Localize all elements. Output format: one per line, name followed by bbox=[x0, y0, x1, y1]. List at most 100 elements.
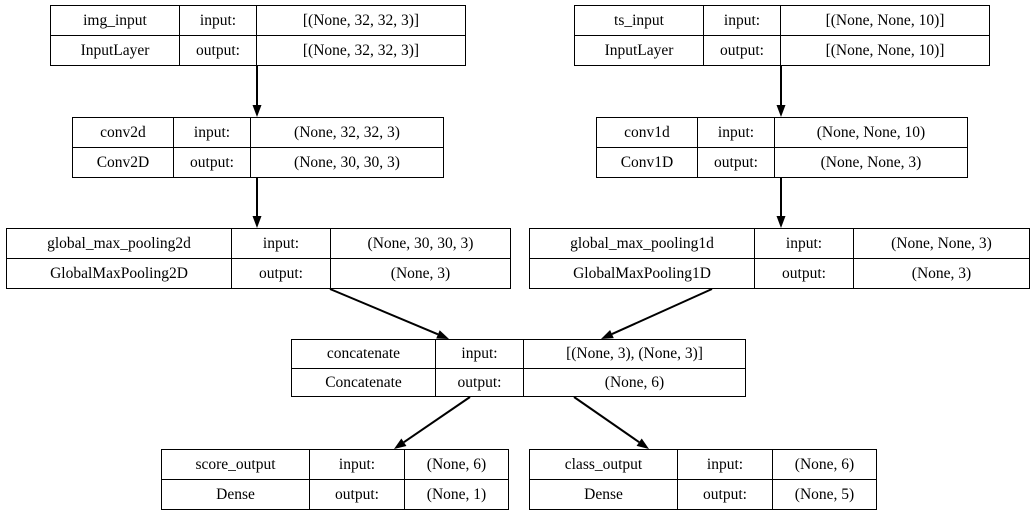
node-score_output-class: Dense bbox=[162, 480, 310, 509]
node-global_max_pooling1d-name: global_max_pooling1d bbox=[530, 229, 755, 258]
node-ts_input-input-shape: [(None, None, 10)] bbox=[825, 11, 945, 29]
node-global_max_pooling2d-input-shape: (None, 30, 30, 3) bbox=[367, 234, 474, 252]
node-conv1d-output-shape: (None, None, 3) bbox=[820, 153, 922, 171]
node-global_max_pooling2d-output-shape: (None, 3) bbox=[390, 264, 451, 282]
node-img_input-name: img_input bbox=[51, 6, 180, 35]
node-concatenate-output-shape: (None, 6) bbox=[604, 373, 665, 391]
node-global_max_pooling1d-class: GlobalMaxPooling1D bbox=[530, 259, 755, 288]
edge-img_input-to-conv2d bbox=[252, 66, 262, 117]
node-ts_input-name: ts_input bbox=[575, 6, 704, 35]
node-img_input-output-shape: [(None, 32, 32, 3)] bbox=[302, 41, 420, 59]
edge-arrowhead bbox=[252, 216, 262, 228]
node-class_output-input-label: input: bbox=[678, 450, 773, 479]
edge-conv1d-to-global_max_pooling1d bbox=[776, 178, 786, 228]
edge-global_max_pooling2d-to-concatenate bbox=[329, 288, 449, 339]
node-conv1d-output-label: output: bbox=[698, 148, 775, 177]
node-img_input-input-label: input: bbox=[180, 6, 257, 35]
node-class_output-input-shape: (None, 6) bbox=[794, 455, 855, 473]
node-global_max_pooling2d-input-label: input: bbox=[232, 229, 331, 258]
node-conv2d-name: conv2d bbox=[73, 118, 174, 147]
edge-global_max_pooling1d-to-concatenate bbox=[601, 288, 713, 339]
node-ts_input-output-shape: [(None, None, 10)] bbox=[825, 41, 945, 59]
edge-arrowhead bbox=[394, 438, 407, 449]
edge-arrowhead bbox=[776, 105, 786, 117]
node-concatenate-class: Concatenate bbox=[292, 368, 436, 396]
node-concatenate-input-label: input: bbox=[436, 340, 524, 368]
node-global_max_pooling1d-output-label: output: bbox=[755, 259, 854, 288]
node-concatenate-input-shape: [(None, 3), (None, 3)] bbox=[566, 345, 703, 362]
edge-arrowhead bbox=[636, 438, 649, 449]
node-conv1d-class: Conv1D bbox=[597, 148, 698, 177]
node-class_output-output-label: output: bbox=[678, 480, 773, 509]
edge-line bbox=[573, 396, 640, 443]
node-class_output-name: class_output bbox=[530, 450, 678, 479]
node-conv2d-input-label: input: bbox=[174, 118, 251, 147]
node-class_output-output-shape: (None, 5) bbox=[794, 485, 855, 503]
edge-arrowhead bbox=[252, 105, 262, 117]
edge-arrowhead bbox=[601, 329, 614, 339]
edge-line bbox=[403, 396, 471, 444]
node-conv2d-input-shape: (None, 32, 32, 3) bbox=[294, 123, 400, 141]
node-global_max_pooling1d-input-shape: (None, None, 3) bbox=[891, 234, 992, 252]
node-conv2d-class: Conv2D bbox=[73, 148, 174, 177]
node-global_max_pooling2d-output-label: output: bbox=[232, 259, 331, 288]
node-conv1d-input-shape: (None, None, 10) bbox=[816, 123, 926, 141]
node-global_max_pooling2d-class: GlobalMaxPooling2D bbox=[7, 259, 232, 288]
edge-concatenate-to-class_output bbox=[573, 396, 649, 449]
node-img_input-output-label: output: bbox=[180, 36, 257, 65]
edge-arrowhead bbox=[776, 216, 786, 228]
node-conv1d-name: conv1d bbox=[597, 118, 698, 147]
edge-arrowhead bbox=[436, 330, 449, 339]
node-score_output-output-shape: (None, 1) bbox=[426, 485, 487, 503]
edge-line bbox=[329, 288, 439, 336]
node-conv1d-input-label: input: bbox=[698, 118, 775, 147]
node-class_output-class: Dense bbox=[530, 480, 678, 509]
node-concatenate-output-label: output: bbox=[436, 368, 524, 396]
node-conv2d-output-label: output: bbox=[174, 148, 251, 177]
node-ts_input-output-label: output: bbox=[704, 36, 781, 65]
node-global_max_pooling2d-name: global_max_pooling2d bbox=[7, 229, 232, 258]
edge-concatenate-to-score_output bbox=[394, 396, 471, 449]
node-score_output-input-label: input: bbox=[310, 450, 405, 479]
node-img_input-class: InputLayer bbox=[51, 36, 180, 65]
node-global_max_pooling1d-input-label: input: bbox=[755, 229, 854, 258]
edge-ts_input-to-conv1d bbox=[776, 66, 786, 117]
node-score_output-output-label: output: bbox=[310, 480, 405, 509]
node-score_output-name: score_output bbox=[162, 450, 310, 479]
node-score_output-input-shape: (None, 6) bbox=[426, 455, 487, 473]
node-global_max_pooling1d-output-shape: (None, 3) bbox=[911, 264, 972, 282]
node-ts_input-class: InputLayer bbox=[575, 36, 704, 65]
edge-line bbox=[611, 288, 713, 335]
node-conv2d-output-shape: (None, 30, 30, 3) bbox=[294, 153, 400, 171]
node-img_input-input-shape: [(None, 32, 32, 3)] bbox=[302, 11, 420, 29]
edge-conv2d-to-global_max_pooling2d bbox=[252, 178, 262, 228]
node-concatenate-name: concatenate bbox=[292, 340, 436, 368]
node-ts_input-input-label: input: bbox=[704, 6, 781, 35]
